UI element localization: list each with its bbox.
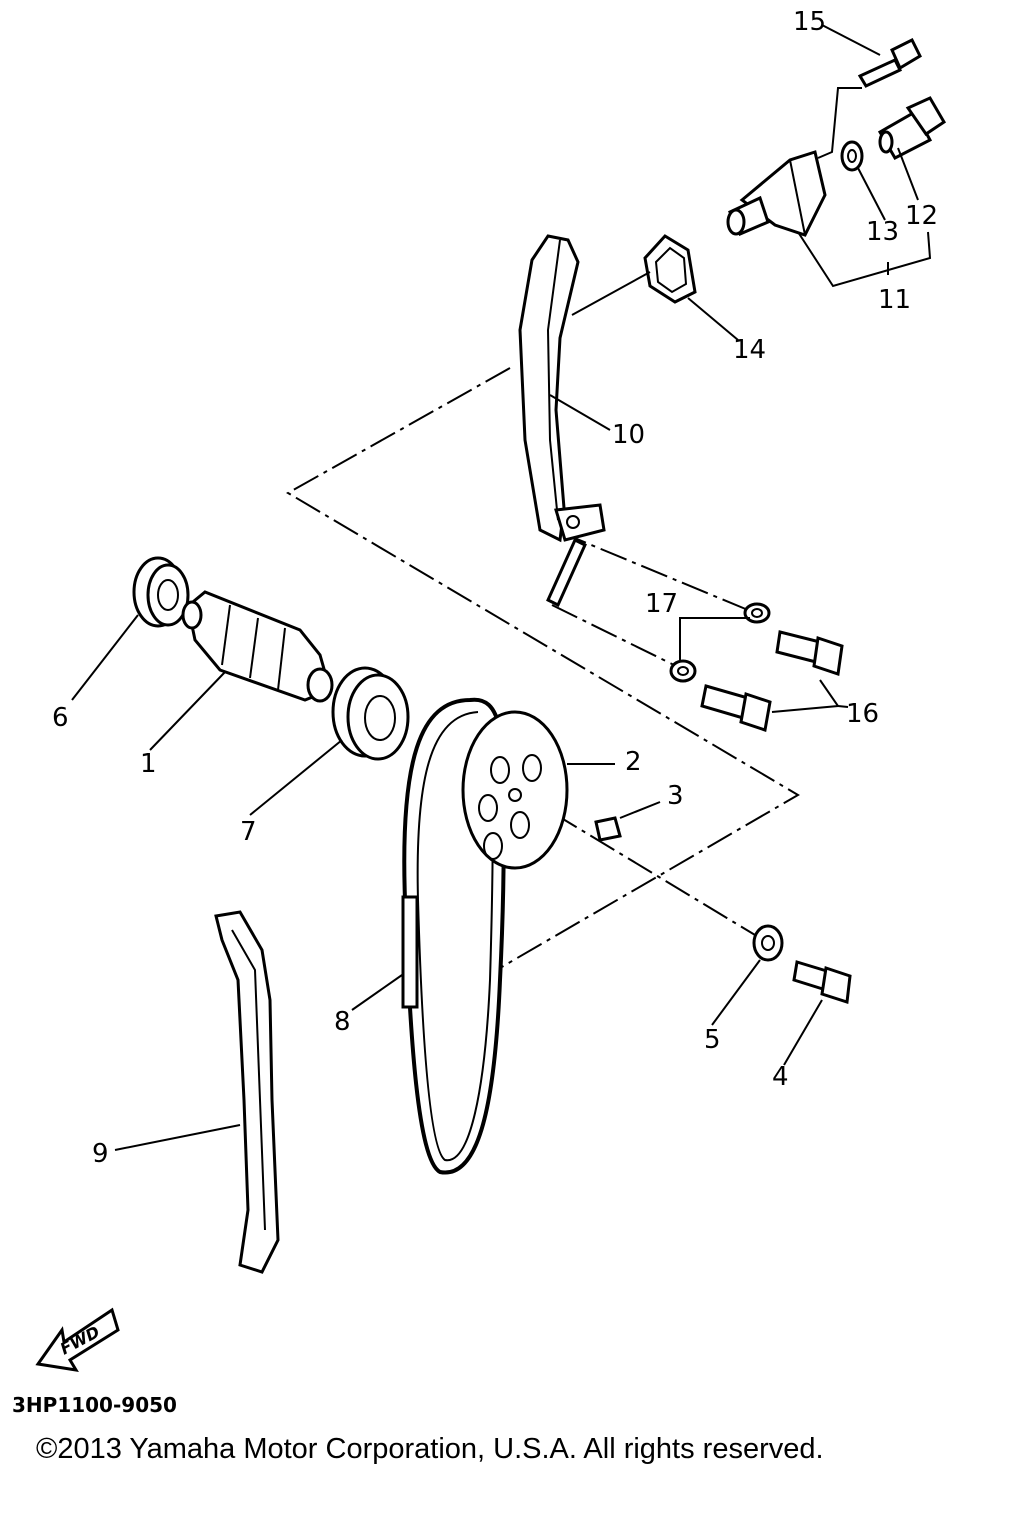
washer-part-17	[669, 602, 771, 683]
callout-2: 2	[625, 747, 642, 777]
callout-14: 14	[733, 335, 766, 365]
fwd-direction-arrow: FWD	[35, 1307, 120, 1372]
callout-13: 13	[866, 217, 899, 247]
bolt-part-16	[700, 630, 844, 732]
washer-part-5	[752, 924, 784, 962]
callout-12: 12	[905, 201, 938, 231]
callout-15: 15	[793, 7, 826, 37]
callout-9: 9	[92, 1139, 109, 1169]
tensioner-part-11	[726, 150, 827, 237]
chain-guide-part-10	[518, 234, 606, 608]
pin-part-3	[594, 816, 622, 842]
callout-7: 7	[240, 817, 257, 847]
callout-8: 8	[334, 1007, 351, 1037]
plug-part-12	[877, 96, 947, 160]
bolt-part-15	[857, 37, 922, 88]
gasket-part-14	[643, 234, 697, 304]
callout-16: 16	[846, 699, 879, 729]
callout-4: 4	[772, 1062, 789, 1092]
leader-lines	[71, 24, 932, 1151]
bearing-part-7	[331, 666, 410, 761]
callout-11: 11	[878, 285, 911, 315]
callout-5: 5	[704, 1025, 721, 1055]
sprocket-part-2	[461, 710, 569, 870]
callout-17: 17	[645, 589, 678, 619]
callout-1: 1	[140, 749, 157, 779]
bolt-part-4	[792, 960, 852, 1004]
callout-6: 6	[52, 703, 69, 733]
callout-3: 3	[667, 781, 684, 811]
chain-guide-part-9	[214, 910, 280, 1274]
callout-labels: 1 2 3 4 5 6 7 8 9 10 11 12 13 14 15 16 1…	[52, 7, 938, 1169]
washer-part-13	[840, 140, 864, 172]
callout-10: 10	[612, 420, 645, 450]
bearing-part-6	[132, 556, 190, 628]
drawing-code: 3HP1100-9050	[12, 1393, 177, 1417]
camshaft-part-1	[181, 590, 334, 703]
copyright-notice: ©2013 Yamaha Motor Corporation, U.S.A. A…	[36, 1433, 824, 1465]
